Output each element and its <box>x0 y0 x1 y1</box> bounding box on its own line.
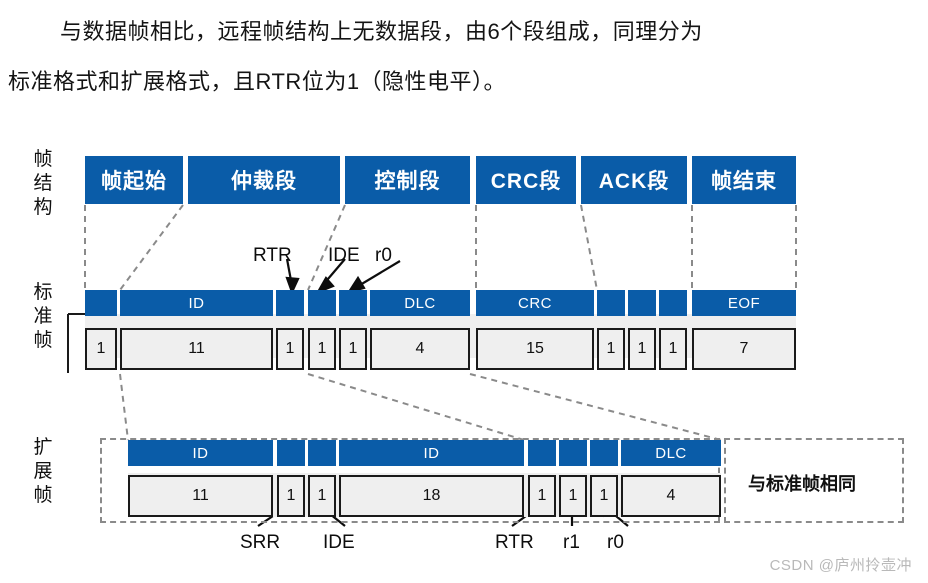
extended-annotation-r1: r1 <box>563 532 580 553</box>
frame-structure-segment-0: 帧起始 <box>85 156 183 204</box>
extended-frame-segment-5 <box>559 440 587 466</box>
standard-frame-segment-1: ID <box>120 290 273 316</box>
extended-frame-bit-4: 1 <box>528 475 556 517</box>
standard-annotation-r0: r0 <box>375 245 392 266</box>
same-as-standard-box <box>724 438 904 523</box>
extended-frame-bit-6: 1 <box>590 475 618 517</box>
extended-frame-segment-1 <box>277 440 305 466</box>
standard-frame-bit-0: 1 <box>85 328 117 370</box>
frame-structure-segment-5: 帧结束 <box>692 156 796 204</box>
extended-frame-segment-0: ID <box>128 440 273 466</box>
row-label-frame-structure: 帧 结 构 <box>28 148 58 220</box>
row-label-extended-frame-char-2: 帧 <box>33 485 53 506</box>
frame-structure-segment-3: CRC段 <box>476 156 576 204</box>
extended-annotation-r0: r0 <box>607 532 624 553</box>
extended-annotation-srr: SRR <box>240 532 281 553</box>
standard-frame-segment-4 <box>339 290 367 316</box>
standard-frame-bit-8: 1 <box>628 328 656 370</box>
row-label-standard-frame: 标 准 帧 <box>28 281 58 353</box>
row-label-frame-structure-char-1: 结 <box>33 173 53 194</box>
standard-annotation-ide: IDE <box>328 245 360 266</box>
row-label-standard-frame-char-2: 帧 <box>33 330 53 351</box>
extended-frame-bit-5: 1 <box>559 475 587 517</box>
standard-frame-bit-5: 4 <box>370 328 470 370</box>
frame-structure-segment-4: ACK段 <box>581 156 687 204</box>
frame-structure-segment-1: 仲裁段 <box>188 156 340 204</box>
standard-frame-bit-9: 1 <box>659 328 687 370</box>
intro-line-2: 标准格式和扩展格式，且RTR位为1（隐性电平）。 <box>8 69 507 94</box>
extended-frame-segment-4 <box>528 440 556 466</box>
extended-frame-bit-3: 18 <box>339 475 524 517</box>
standard-frame-bit-2: 1 <box>276 328 304 370</box>
standard-frame-segment-3 <box>308 290 336 316</box>
standard-frame-bit-4: 1 <box>339 328 367 370</box>
standard-frame-segment-0 <box>85 290 117 316</box>
standard-frame-bit-10: 7 <box>692 328 796 370</box>
extended-frame-segment-7: DLC <box>621 440 721 466</box>
intro-line-1: 与数据帧相比，远程帧结构上无数据段，由6个段组成，同理分为 <box>60 19 703 44</box>
extended-frame-segment-3: ID <box>339 440 524 466</box>
standard-frame-bit-6: 15 <box>476 328 594 370</box>
extended-annotation-rtr: RTR <box>495 532 534 553</box>
standard-frame-segment-10: EOF <box>692 290 796 316</box>
standard-frame-bit-7: 1 <box>597 328 625 370</box>
extended-frame-segment-6 <box>590 440 618 466</box>
csdn-watermark: CSDN @庐州拎壶冲 <box>769 557 912 574</box>
row-label-standard-frame-char-0: 标 <box>33 282 53 303</box>
frame-structure-segment-2: 控制段 <box>345 156 470 204</box>
extended-frame-segment-2 <box>308 440 336 466</box>
standard-frame-segment-8 <box>628 290 656 316</box>
standard-frame-bit-3: 1 <box>308 328 336 370</box>
row-label-extended-frame-char-0: 扩 <box>33 437 53 458</box>
extended-frame-bit-1: 1 <box>277 475 305 517</box>
extended-frame-bit-7: 4 <box>621 475 721 517</box>
same-as-standard-label: 与标准帧相同 <box>748 474 856 494</box>
row-label-standard-frame-char-1: 准 <box>33 306 53 327</box>
row-label-extended-frame: 扩 展 帧 <box>28 436 58 508</box>
intro-paragraph: 与数据帧相比，远程帧结构上无数据段，由6个段组成，同理分为 标准格式和扩展格式，… <box>0 0 928 115</box>
standard-annotation-rtr: RTR <box>253 245 292 266</box>
standard-frame-segment-5: DLC <box>370 290 470 316</box>
standard-frame-segment-6: CRC <box>476 290 594 316</box>
standard-frame-segment-9 <box>659 290 687 316</box>
row-label-frame-structure-char-2: 构 <box>33 197 53 218</box>
extended-frame-bit-2: 1 <box>308 475 336 517</box>
standard-frame-bit-1: 11 <box>120 328 273 370</box>
standard-frame-segment-2 <box>276 290 304 316</box>
row-label-frame-structure-char-0: 帧 <box>33 149 53 170</box>
row-label-extended-frame-char-1: 展 <box>33 461 53 482</box>
extended-annotation-ide: IDE <box>323 532 355 553</box>
extended-frame-bit-0: 11 <box>128 475 273 517</box>
standard-frame-segment-7 <box>597 290 625 316</box>
